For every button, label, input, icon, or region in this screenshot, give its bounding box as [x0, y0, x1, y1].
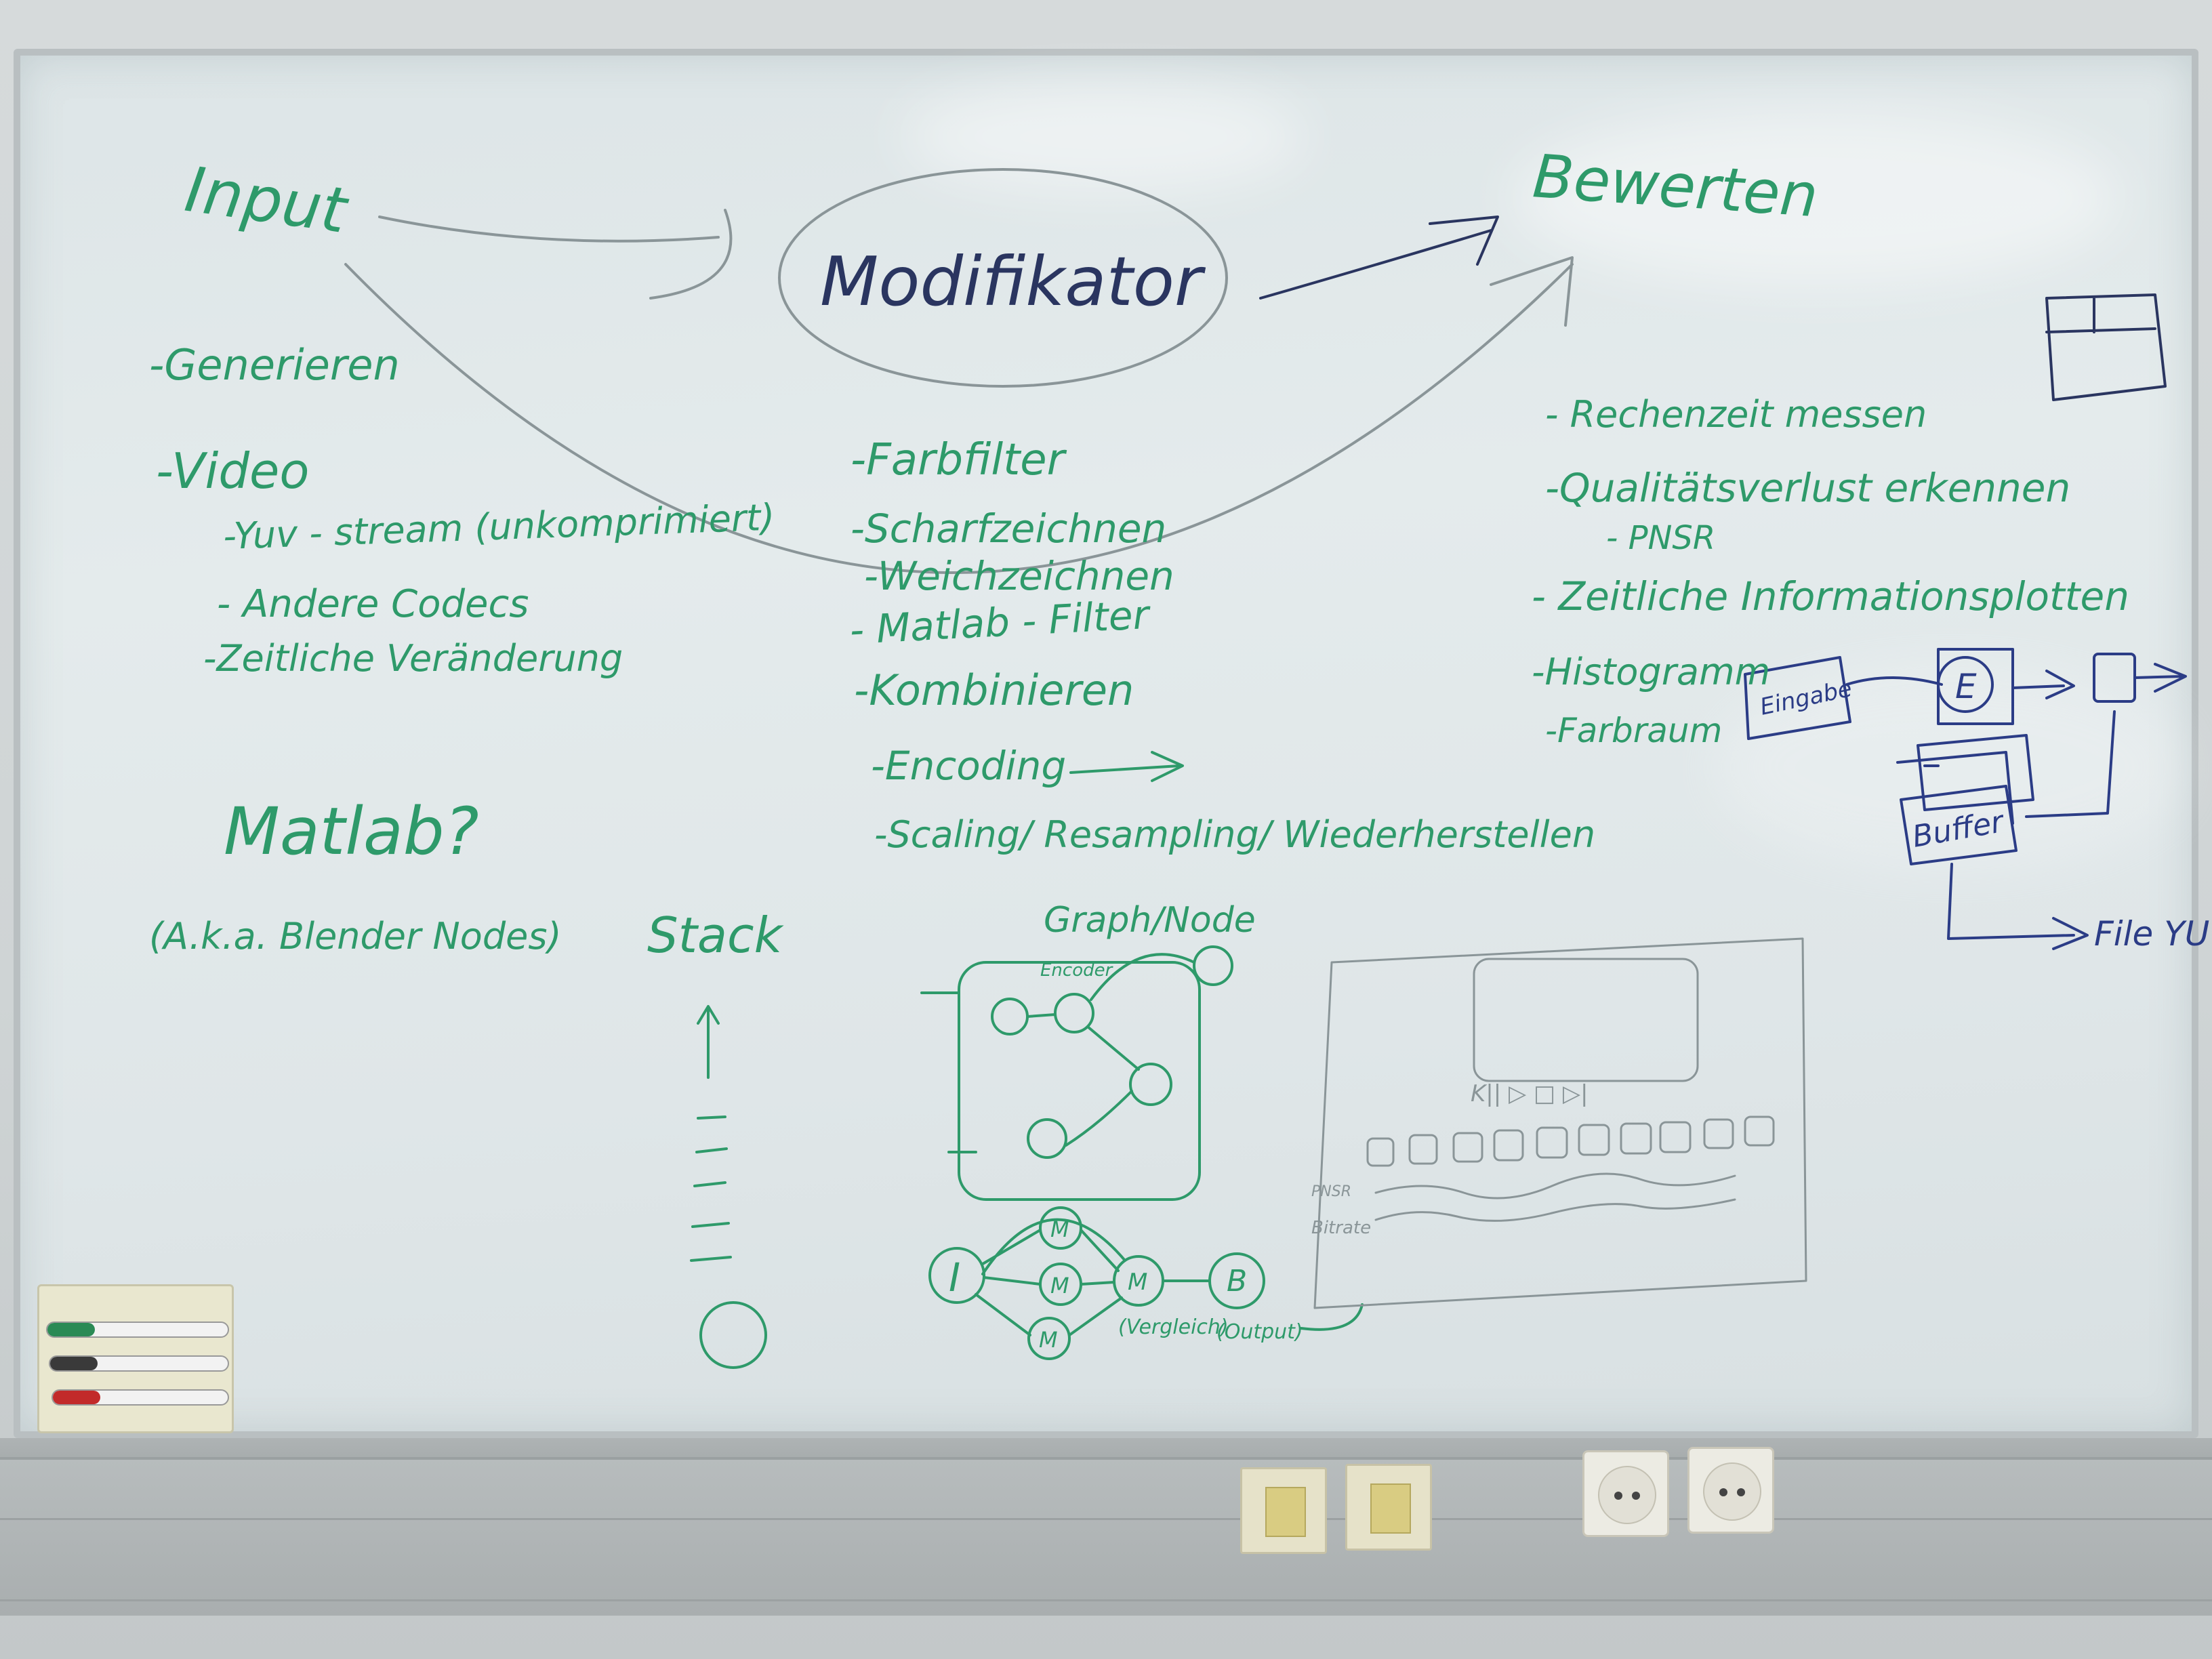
left-generate: -Generieren: [149, 340, 400, 390]
right-item-5: -Histogramm: [1532, 651, 1770, 693]
buffer-box: [1900, 785, 2018, 865]
ui-mockup-thumbnails: [1366, 1115, 1775, 1167]
mid-item-1: -Farbfilter: [851, 435, 1067, 485]
graph-node-M1: M: [1050, 1216, 1069, 1242]
mid-item-2: -Scharfzeichnen: [851, 506, 1166, 552]
arrow-modifier-evaluate: [1259, 229, 1492, 300]
sketch-box: [2045, 293, 2167, 401]
power-socket-icon: [1687, 1447, 1774, 1534]
graph-node-input: [928, 1247, 985, 1304]
label-evaluate: Bewerten: [1531, 141, 1820, 230]
graph-node-M4: M: [1128, 1269, 1147, 1296]
trunk-divider: [0, 1518, 2212, 1520]
blue-eingabe: Eingabe: [1758, 675, 1855, 721]
mid-item-5: -Kombinieren: [854, 665, 1134, 715]
marker-icon[interactable]: [52, 1389, 229, 1406]
left-blender-note: (A.k.a. Blender Nodes): [149, 915, 562, 958]
buffer-stack: [1896, 734, 2034, 825]
eingabe-box: [1744, 656, 1851, 740]
label-modifier: Modifikator: [820, 242, 1206, 321]
graph-label: Graph/Node: [1044, 900, 1256, 941]
mid-item-7: -Scaling/ Resampling/ Wiederherstellen: [874, 813, 1595, 856]
graph-node-M3: M: [1039, 1327, 1058, 1353]
ui-mockup-plot-line: [1374, 1172, 1736, 1200]
right-item-6: -Farbraum: [1545, 711, 1722, 750]
left-stack: Stack: [647, 907, 785, 964]
right-item-3: - PNSR: [1606, 519, 1715, 557]
blue-output: File YUV: [2094, 914, 2212, 954]
encoding-arrow: [1069, 764, 1181, 774]
ui-mockup-frame: [1313, 937, 1807, 1309]
graph-node-B: B: [1227, 1264, 1247, 1298]
left-yuv-stream: -Yuv - stream (unkomprimiert): [222, 496, 775, 558]
mid-item-3: -Weichzeichnen: [864, 553, 1174, 599]
graph-encoder-label: Encoder: [1040, 960, 1114, 981]
whiteboard: [14, 49, 2198, 1438]
left-video: -Video: [156, 443, 309, 499]
right-item-2: -Qualitätsverlust erkennen: [1545, 465, 2070, 511]
trunk-divider: [0, 1599, 2212, 1601]
mockup-controls: K|| ▷ □ ▷|: [1471, 1080, 1589, 1107]
modifier-oval: [778, 168, 1228, 388]
right-item-1: - Rechenzeit messen: [1545, 393, 1927, 436]
cable-trunk: [0, 1457, 2212, 1616]
stack-node: [699, 1301, 767, 1369]
light-glare: [901, 83, 1308, 191]
left-other-codecs: - Andere Codecs: [217, 582, 529, 626]
mid-item-6: -Encoding: [871, 743, 1066, 789]
graph-note-output: (Output): [1216, 1320, 1303, 1344]
right-item-4: - Zeitliche Informationsplotten: [1532, 573, 2129, 619]
marker-icon[interactable]: [46, 1322, 229, 1338]
left-matlab: Matlab?: [224, 794, 479, 869]
graph-box: [958, 961, 1201, 1201]
marker-icon[interactable]: [49, 1355, 229, 1372]
mockup-row-label-1: PNSR: [1311, 1183, 1351, 1200]
graph-node-I: I: [949, 1254, 960, 1300]
network-socket-icon: [1345, 1464, 1432, 1551]
label-input: Input: [181, 153, 353, 248]
mid-item-4: - Matlab - Filter: [848, 592, 1152, 653]
ui-mockup-plot-line: [1374, 1198, 1736, 1222]
marker-holder: [37, 1284, 234, 1433]
arrow-input-modifier: [378, 216, 720, 243]
blue-buffer: Buffer: [1910, 804, 2008, 855]
grey-flow-arc: [344, 263, 1574, 574]
blue-node-e: E: [1955, 667, 1977, 706]
output-box: [2093, 653, 2136, 703]
graph-node-M2: M: [1050, 1273, 1069, 1298]
mockup-row-label-2: Bitrate: [1311, 1218, 1371, 1238]
left-temporal-change: -Zeitliche Veränderung: [203, 637, 623, 680]
graph-note-compare: (Vergleich): [1118, 1315, 1229, 1339]
power-socket-icon: [1582, 1450, 1669, 1537]
light-glare: [1511, 110, 2121, 286]
ui-mockup-preview: [1473, 958, 1699, 1082]
stack-arrow: [697, 1005, 720, 1079]
network-socket-icon: [1240, 1467, 1327, 1554]
